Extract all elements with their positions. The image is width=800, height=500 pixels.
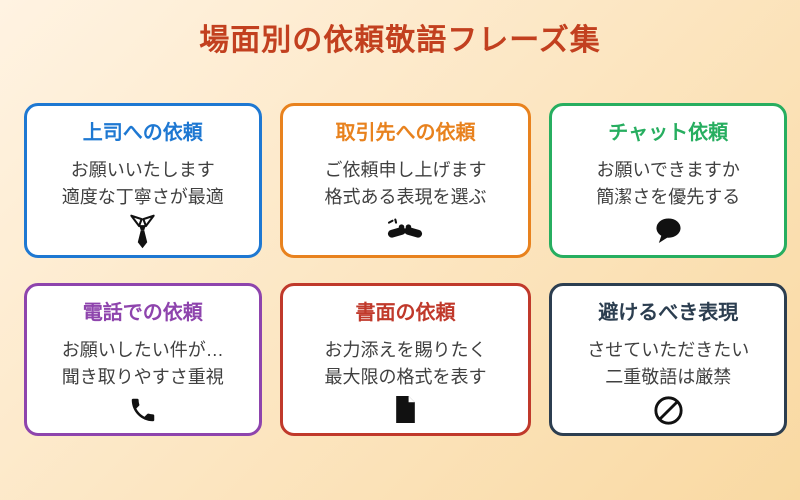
card-expressions-to-avoid: 避けるべき表現 させていただきたい 二重敬語は厳禁	[549, 283, 787, 436]
card-written-request: 書面の依頼 お力添えを賜りたく 最大限の格式を表す	[279, 283, 532, 436]
handshake-icon	[386, 214, 424, 247]
card-body: お願いしたい件が… 聞き取りやすさ重視	[62, 337, 224, 391]
card-grid: 上司への依頼 お願いいたします 適度な丁寧さが最適 取引先への依頼 ご依頼申し上…	[24, 103, 787, 436]
card-chat-request: チャット依頼 お願いできますか 簡潔さを優先する	[549, 103, 787, 258]
card-title: 取引先への依頼	[335, 122, 476, 144]
card-body: ご依頼申し上げます 格式ある表現を選ぶ	[324, 157, 486, 211]
card-client-request: 取引先への依頼 ご依頼申し上げます 格式ある表現を選ぶ	[279, 103, 532, 258]
card-note: 二重敬語は厳禁	[605, 367, 732, 387]
phone-icon	[128, 394, 158, 425]
document-icon	[394, 394, 417, 425]
prohibition-icon	[652, 394, 685, 427]
card-note: 最大限の格式を表す	[324, 367, 487, 387]
card-phrase: させていただきたい	[587, 340, 750, 360]
card-phrase: お願いできますか	[596, 160, 740, 180]
page-title: 場面別の依頼敬語フレーズ集	[199, 24, 601, 57]
card-body: お力添えを賜りたく 最大限の格式を表す	[324, 337, 486, 391]
card-phone-request: 電話での依頼 お願いしたい件が… 聞き取りやすさ重視	[24, 283, 262, 436]
card-note: 格式ある表現を選ぶ	[324, 187, 487, 207]
card-phrase: お願いいたします	[70, 160, 215, 180]
card-title: 上司への依頼	[82, 122, 203, 144]
card-boss-request: 上司への依頼 お願いいたします 適度な丁寧さが最適	[24, 103, 262, 258]
necktie-icon	[127, 214, 158, 250]
card-body: お願いいたします 適度な丁寧さが最適	[62, 157, 224, 211]
card-title: 電話での依頼	[82, 302, 203, 324]
card-title: 避けるべき表現	[598, 302, 739, 324]
card-body: お願いできますか 簡潔さを優先する	[596, 157, 740, 211]
card-note: 適度な丁寧さが最適	[61, 187, 224, 207]
card-title: チャット依頼	[608, 122, 729, 144]
card-phrase: ご依頼申し上げます	[324, 160, 487, 180]
card-phrase: お力添えを賜りたく	[324, 340, 487, 360]
speech-bubble-icon	[653, 214, 684, 247]
card-body: させていただきたい 二重敬語は厳禁	[587, 337, 749, 391]
card-note: 聞き取りやすさ重視	[61, 367, 224, 387]
card-title: 書面の依頼	[355, 302, 456, 324]
card-note: 簡潔さを優先する	[596, 187, 741, 207]
card-phrase: お願いしたい件が…	[61, 340, 224, 360]
